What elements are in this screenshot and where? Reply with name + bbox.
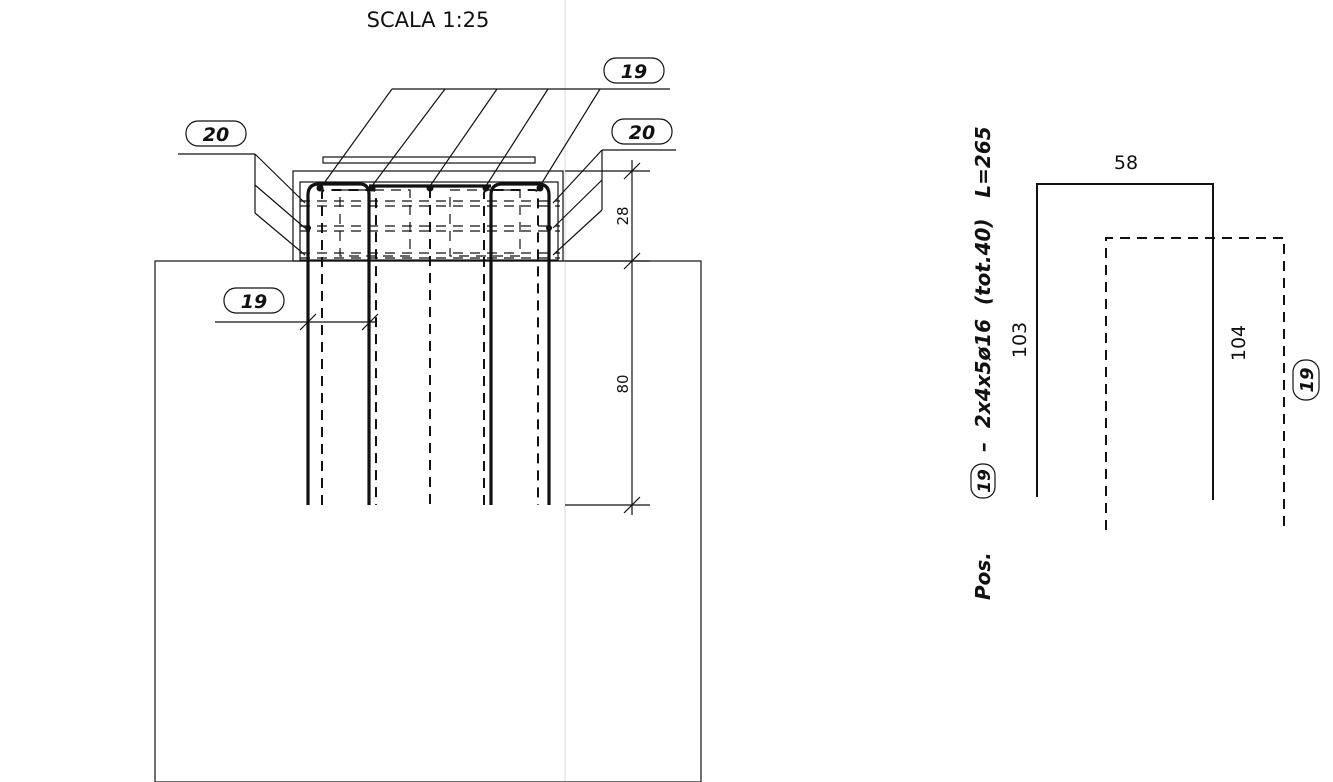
- svg-text:20: 20: [203, 124, 229, 146]
- dashed-bar-a: [321, 189, 377, 505]
- dim-label-28: 28: [614, 206, 632, 225]
- svg-text:19: 19: [975, 469, 995, 493]
- tag-20-left: 20: [185, 120, 247, 147]
- dashed-bar-b: [483, 189, 539, 505]
- caption-body: – 2x4x5ø16 (tot.40) L=265: [971, 126, 995, 452]
- leader-20-right-2: [552, 179, 603, 229]
- dim-tick-bottom: [623, 496, 641, 514]
- caption-tag: 19: [970, 463, 996, 499]
- shape-tag-19: 19: [1292, 359, 1320, 401]
- u-bar-left: [306, 182, 371, 505]
- svg-text:19: 19: [621, 61, 647, 83]
- leader-19-top-4: [485, 88, 549, 187]
- leader-20-left-1: [254, 153, 306, 204]
- leader-20-left-2: [254, 184, 306, 229]
- top-plate: [322, 156, 536, 164]
- leader-20-right-3: [552, 209, 603, 256]
- rebar-dot-4: [482, 184, 490, 192]
- bar-shape-solid: [1036, 183, 1214, 500]
- section-view: 28 80 19 20 20 19: [154, 57, 702, 782]
- shape-dim-104: 104: [1228, 325, 1250, 361]
- shape-dim-58: 58: [1114, 152, 1138, 174]
- rebar-dot-6: [305, 225, 311, 231]
- caption-prefix: Pos.: [971, 552, 995, 600]
- rebar-dot-3: [426, 184, 434, 192]
- concrete-outline: [154, 260, 702, 782]
- leader-19-top-2: [371, 88, 446, 187]
- rebar-dot-1: [316, 184, 324, 192]
- svg-text:19: 19: [241, 291, 267, 313]
- rebar-dot-5: [536, 184, 544, 192]
- tag-19-left: 19: [223, 287, 285, 314]
- shape-dim-103: 103: [1009, 322, 1031, 358]
- leader-19-top-3: [429, 88, 498, 187]
- leader-19-left-tick-2: [361, 313, 379, 331]
- dim-tick-mid: [623, 252, 641, 270]
- dim-tick-top: [623, 162, 641, 180]
- leader-20-left-3: [254, 212, 306, 256]
- u-bar-right: [489, 182, 551, 505]
- svg-text:20: 20: [629, 122, 655, 144]
- bar-caption: Pos. 19 – 2x4x5ø16 (tot.40) L=265: [970, 126, 996, 600]
- svg-text:19: 19: [1297, 367, 1318, 392]
- cap-outline: [292, 170, 564, 262]
- leader-20-right-1: [552, 149, 603, 204]
- scale-label: SCALA 1:25: [367, 8, 490, 32]
- bar-shape-view: Pos. 19 – 2x4x5ø16 (tot.40) L=265 58 103…: [970, 126, 1320, 600]
- bar-shape-dashed: [1105, 237, 1285, 530]
- leader-19-top-5: [539, 88, 601, 187]
- tag-20-right: 20: [611, 118, 673, 145]
- tag-19-top: 19: [603, 57, 665, 84]
- dim-label-80: 80: [614, 374, 632, 393]
- rebar-dot-2: [368, 184, 376, 192]
- leader-19-left-tick-1: [299, 313, 317, 331]
- leader-19-top-1: [321, 88, 393, 187]
- rebar-dot-7: [546, 225, 552, 231]
